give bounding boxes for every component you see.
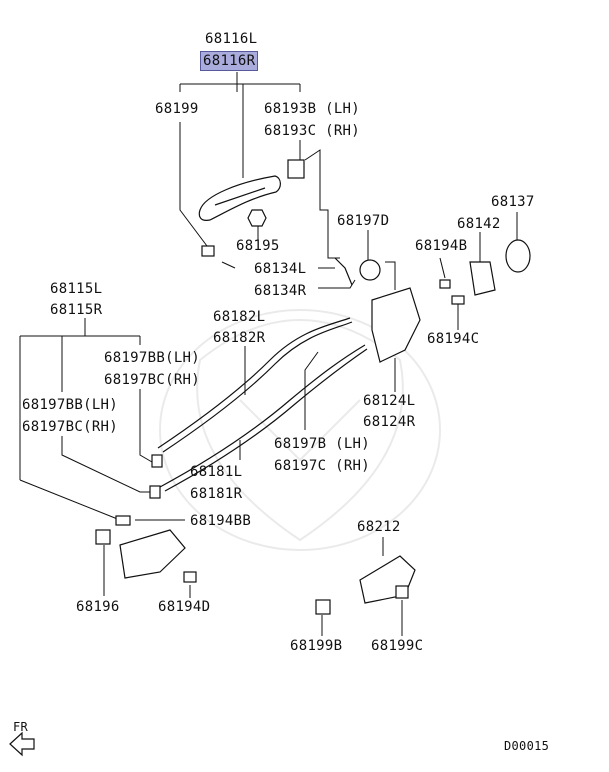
diagram-code: D00015 (504, 739, 550, 753)
label-68182L: 68182L (213, 309, 266, 325)
label-68199: 68199 (155, 101, 199, 117)
label-68194C: 68194C (427, 331, 480, 347)
label-68182R: 68182R (213, 330, 266, 346)
label-68199C: 68199C (371, 638, 424, 654)
label-68195: 68195 (236, 238, 280, 254)
label-68197B: 68197B (LH) (274, 436, 371, 452)
label-68196: 68196 (76, 599, 120, 615)
front-direction-label: FR (13, 720, 29, 734)
label-68134L: 68134L (254, 261, 307, 277)
door-lock-shape (372, 288, 420, 362)
label-68197BB-lower: 68197BB(LH) (22, 397, 119, 413)
outside-handle-shape (199, 176, 280, 220)
label-68181L: 68181L (190, 464, 243, 480)
label-68134R: 68134R (254, 283, 307, 299)
label-68197D: 68197D (337, 213, 390, 229)
label-68115R: 68115R (50, 302, 103, 318)
label-68124L: 68124L (363, 393, 416, 409)
label-68124R: 68124R (363, 414, 416, 430)
label-68199B: 68199B (290, 638, 343, 654)
inside-handle-shape (120, 530, 185, 578)
label-68116R-highlighted: 68116R (199, 51, 259, 71)
label-68193C: 68193C (RH) (264, 123, 361, 139)
label-68197C: 68197C (RH) (274, 458, 371, 474)
label-68197BC-upper: 68197BC(RH) (104, 372, 201, 388)
label-68197BC-lower: 68197BC(RH) (22, 419, 119, 435)
label-68194B: 68194B (415, 238, 468, 254)
front-direction-arrow (9, 731, 35, 757)
label-68181R: 68181R (190, 486, 243, 502)
label-68116L: 68116L (205, 31, 258, 47)
label-68197BB-upper: 68197BB(LH) (104, 350, 201, 366)
label-68115L: 68115L (50, 281, 103, 297)
label-68194BB: 68194BB (190, 513, 252, 529)
label-68137: 68137 (491, 194, 535, 210)
label-68193B: 68193B (LH) (264, 101, 361, 117)
label-68212: 68212 (357, 519, 401, 535)
label-68194D: 68194D (158, 599, 211, 615)
label-68142: 68142 (457, 216, 501, 232)
